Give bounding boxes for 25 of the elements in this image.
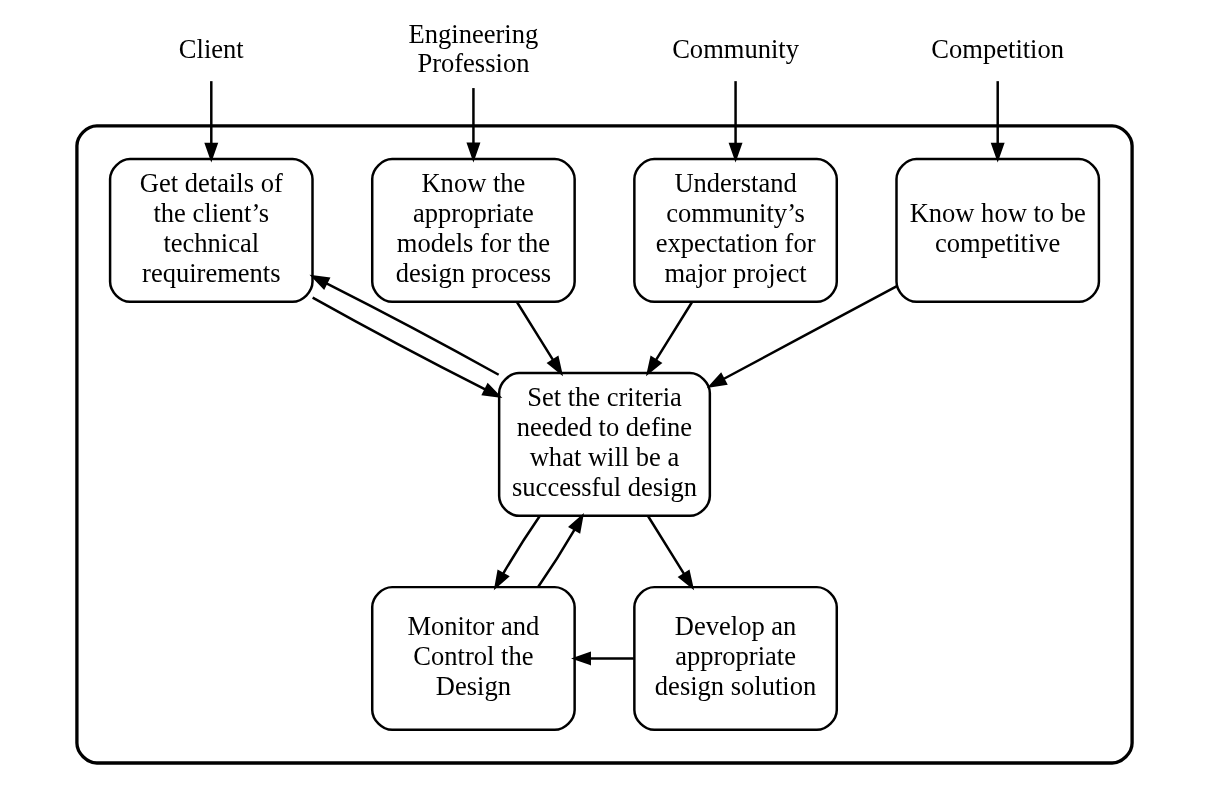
node-box: Know how to be competitive bbox=[894, 157, 1100, 303]
arrow bbox=[706, 285, 897, 388]
arrow bbox=[493, 515, 541, 591]
arrow bbox=[311, 296, 502, 399]
arrow bbox=[309, 274, 499, 376]
node-text: Engineering Profession bbox=[408, 18, 538, 79]
arrow bbox=[990, 81, 1005, 163]
node-text: Client bbox=[178, 33, 244, 64]
arrow bbox=[570, 651, 634, 666]
node-box: Get details of the client’s technical requirements bbox=[108, 157, 314, 303]
node-box: Set the criteria needed to define what will be a successful design bbox=[497, 371, 711, 518]
arrow bbox=[646, 515, 694, 591]
arrow bbox=[728, 81, 743, 163]
node-text: Community bbox=[671, 33, 799, 64]
node-text: Competition bbox=[930, 33, 1064, 64]
arrow bbox=[536, 513, 584, 588]
arrow bbox=[203, 81, 218, 163]
node-box: Understand community’s expectation for major project bbox=[632, 157, 838, 303]
arrow bbox=[515, 301, 563, 377]
cluster bbox=[74, 124, 1134, 765]
node-box: Know the appropriate models for the design process bbox=[370, 157, 576, 303]
node-box: Develop an appropriate design solution bbox=[632, 585, 838, 732]
node-box: Monitor and Control the Design bbox=[370, 585, 576, 732]
arrow bbox=[465, 88, 480, 163]
arrow bbox=[645, 301, 693, 377]
